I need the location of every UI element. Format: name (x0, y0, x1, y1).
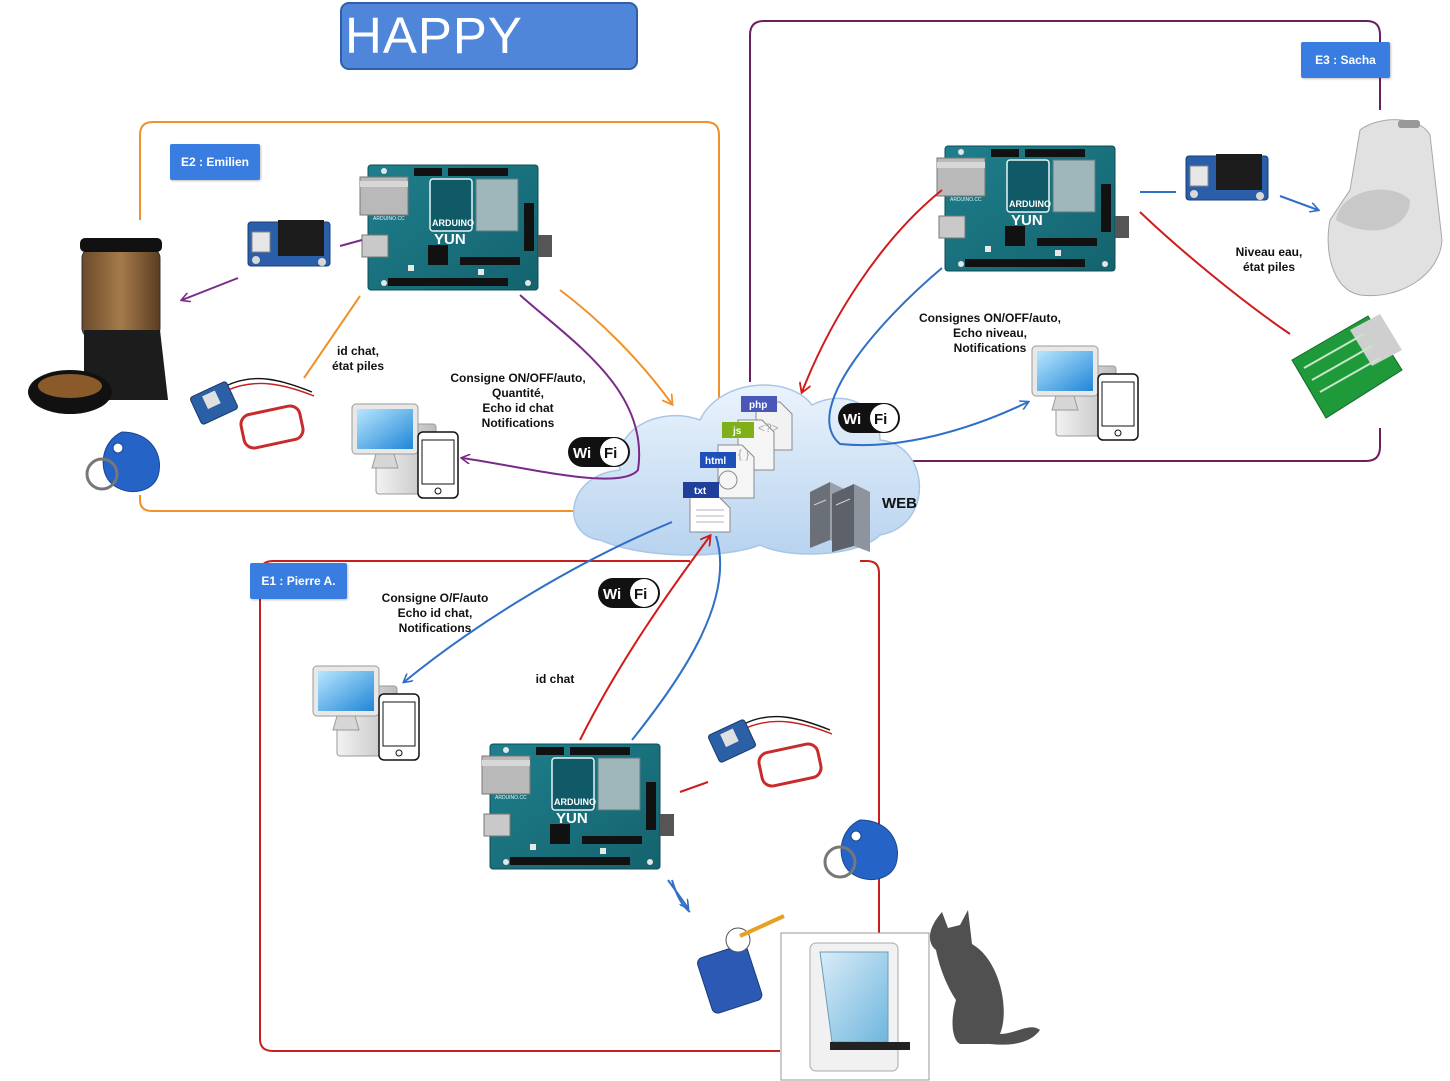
board-model-e1: YUN (556, 810, 588, 827)
web-label: WEB (882, 495, 917, 512)
wifi-text-wi-e3: Wi (843, 411, 861, 428)
js-glyph: { } (738, 447, 749, 461)
note-e1-id: id chat (535, 672, 575, 686)
arrow-relay-to-feeder (182, 277, 239, 300)
board-site-e2: ARDUINO.CC (373, 216, 405, 222)
e3-frame-bottom (905, 428, 1381, 462)
line-cloud-to-board-e1 (631, 535, 722, 741)
rfid-tag-icon-e2 (85, 430, 161, 494)
relay-module-icon-e3 (1179, 145, 1275, 213)
servo-icon (697, 914, 785, 1014)
note-e3-water: Niveau eau, état piles (1235, 245, 1303, 274)
rfid-reader-icon-e1 (706, 715, 834, 790)
js-tag (722, 422, 754, 438)
arrow-board-to-cloud-e1 (579, 536, 710, 741)
arrow-cloud-to-pc-e2 (462, 294, 641, 480)
rfid-reader-icon-e2 (188, 377, 316, 452)
water-sensor-icon (1291, 314, 1403, 419)
note-e2-pc: Consigne ON/OFF/auto, Quantité, Echo id … (450, 371, 586, 430)
file-label-js: js (732, 426, 742, 437)
arrow-board-to-cloud-e3 (802, 189, 943, 392)
file-label-php: php (749, 400, 767, 411)
computer-icon-e1 (312, 665, 420, 761)
php-tag (741, 396, 777, 412)
cat-feeder-icon (28, 238, 168, 414)
cat-silhouette-icon (929, 910, 1040, 1045)
txt-tag (683, 482, 719, 498)
file-label-html: html (705, 456, 726, 467)
computer-icon-e2 (351, 403, 459, 499)
php-glyph: <?> (758, 421, 779, 435)
html-tag (700, 452, 736, 468)
wifi-logo-icon-e2 (568, 437, 630, 467)
file-stack-icon (683, 396, 793, 533)
line-sensor-to-board (1139, 211, 1291, 335)
board-brand-e1: ARDUINO (554, 797, 596, 807)
board-site-e1: ARDUINO.CC (495, 795, 527, 801)
wifi-text-fi-e2: Fi (604, 445, 617, 462)
board-brand-e2: ARDUINO (432, 218, 474, 228)
rfid-tag-icon-e1 (823, 818, 899, 882)
title-banner: HAPPY CAT (340, 2, 638, 123)
wifi-logo-icon-e3 (838, 403, 900, 433)
cat-flap-icon (780, 932, 930, 1081)
wifi-text-wi-e2: Wi (573, 445, 591, 462)
server-icon (810, 482, 870, 552)
board-model-e3: YUN (1011, 212, 1043, 229)
note-e1-pc: Consigne O/F/auto Echo id chat, Notifica… (381, 591, 489, 635)
arrow-cloud-to-pc-e1 (404, 521, 673, 682)
e1-frame (860, 560, 880, 1040)
line-reader-to-board (303, 295, 361, 379)
e2-frame-bottom (139, 495, 590, 512)
note-e3-pc: Consignes ON/OFF/auto, Echo niveau, Noti… (918, 311, 1061, 355)
arrow-board-to-cloud-e2 (559, 289, 672, 404)
water-fountain-icon (1327, 119, 1443, 297)
computer-icon-e3 (1031, 345, 1139, 441)
page-title: HAPPY CAT (345, 7, 522, 123)
team-label-e1: E1 : Pierre A. (250, 563, 347, 599)
relay-module-icon-e2 (241, 211, 337, 279)
board-model-e2: YUN (434, 231, 466, 248)
arrow-servo-detail (671, 879, 691, 913)
note-e2-rfid: id chat, état piles (331, 344, 385, 373)
file-label-txt: txt (694, 486, 707, 497)
e1-frame-left (259, 560, 780, 1052)
arrow-cloud-to-pc-e3 (828, 267, 1028, 447)
wifi-text-fi-e3: Fi (874, 411, 887, 428)
wifi-text-wi-e1: Wi (603, 586, 621, 603)
team-label-e3: E3 : Sacha (1301, 42, 1390, 78)
arrow-relay-to-fountain (1279, 195, 1318, 210)
team-label-e2: E2 : Emilien (170, 144, 260, 180)
board-brand-e3: ARDUINO (1009, 199, 1051, 209)
wifi-logo-icon-e1 (598, 578, 660, 608)
board-site-e3: ARDUINO.CC (950, 197, 982, 203)
e3-frame (749, 20, 1381, 382)
wifi-text-fi-e1: Fi (634, 586, 647, 603)
e2-frame (139, 121, 720, 500)
line-board-to-relay (339, 239, 363, 247)
line-reader-to-board-e1 (679, 781, 709, 793)
